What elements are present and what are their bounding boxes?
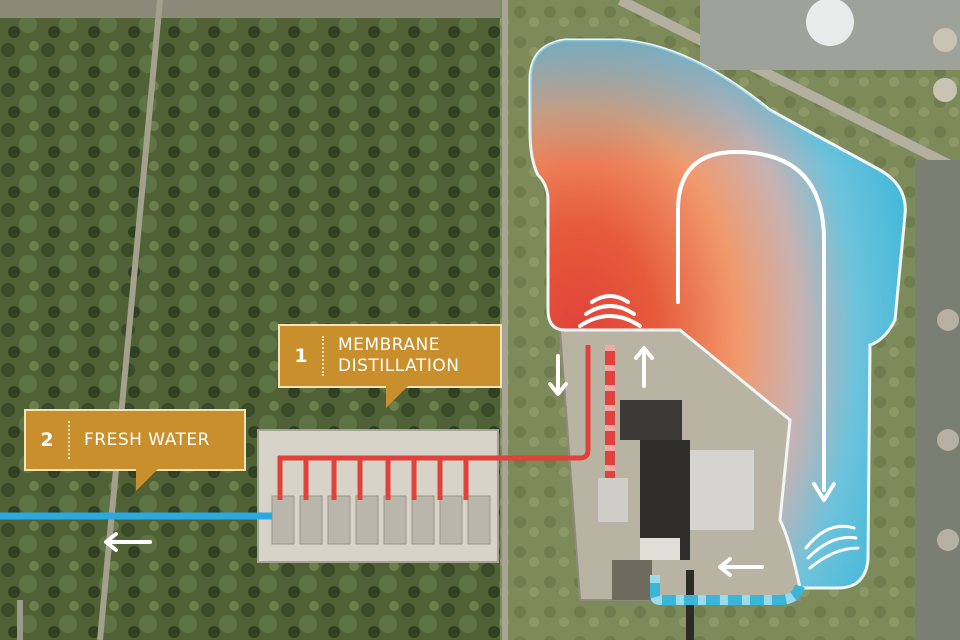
plant-building-5 xyxy=(640,538,680,560)
storage-tank-small-4 xyxy=(937,429,959,451)
storage-tank-small-3 xyxy=(937,309,959,331)
storage-tank-small xyxy=(933,28,957,52)
plant-building-6 xyxy=(612,560,652,600)
storage-tank-small-5 xyxy=(937,529,959,551)
callout-label-line-1: MEMBRANE xyxy=(338,335,459,356)
callout-label-line-2: DISTILLATION xyxy=(338,356,459,377)
callout-number: 1 xyxy=(280,336,324,376)
industrial-strip xyxy=(915,160,960,640)
storage-tank-small-2 xyxy=(933,78,957,102)
fresh-water-callout: 2 FRESH WATER xyxy=(24,409,246,471)
callout-label: FRESH WATER xyxy=(70,430,210,451)
callout-tail xyxy=(136,469,158,491)
plant-building-3 xyxy=(690,450,754,530)
callout-number: 2 xyxy=(26,421,70,459)
membrane-distillation-callout-box: 1 MEMBRANE DISTILLATION xyxy=(278,324,502,388)
top-road xyxy=(0,0,500,18)
membrane-distillation-callout: 1 MEMBRANE DISTILLATION xyxy=(278,324,502,388)
fresh-water-callout-box: 2 FRESH WATER xyxy=(24,409,246,471)
storage-tank xyxy=(806,0,854,46)
callout-label: MEMBRANE DISTILLATION xyxy=(324,335,459,377)
callout-tail xyxy=(386,386,408,408)
plant-building xyxy=(620,400,682,440)
plant-building-4 xyxy=(598,478,628,522)
